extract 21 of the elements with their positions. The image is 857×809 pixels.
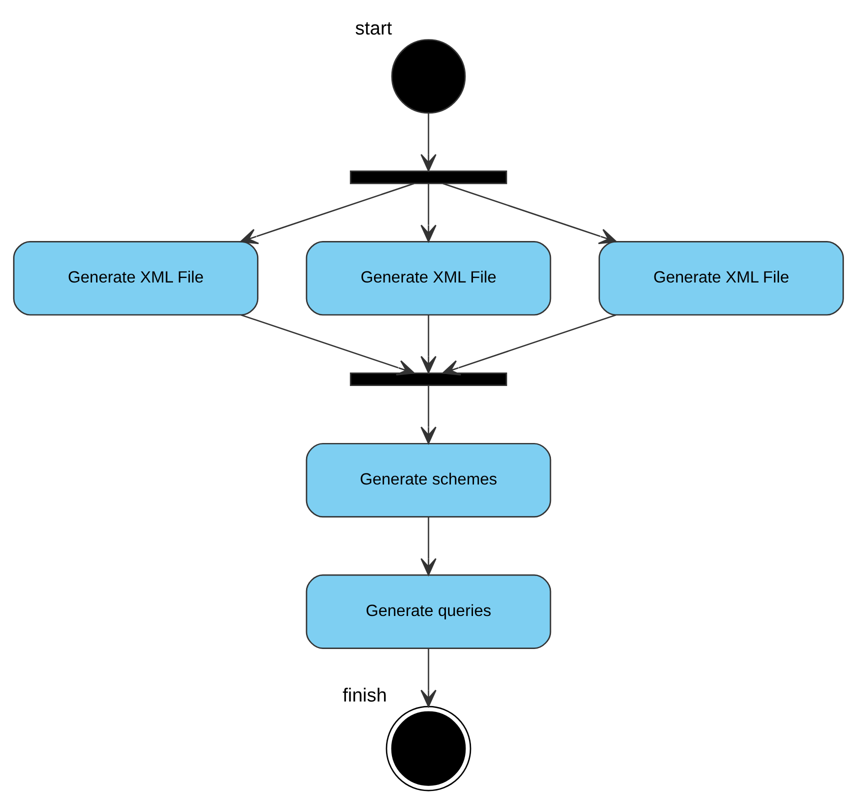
arrow [420,112,436,171]
node-box: Generate XML File [598,240,844,316]
node-box: Generate XML File [306,240,552,316]
node-label: finish [342,684,387,706]
arrow [420,314,436,373]
arrow [420,385,436,444]
arrow [442,314,616,375]
arrow [240,314,415,375]
arrow [420,516,436,576]
node-bar [350,372,508,386]
arrow [442,182,617,244]
arrow [240,182,414,244]
arrow [420,183,436,242]
node-box: Generate XML File [13,240,258,316]
node-bar [350,170,508,184]
node-label: start [355,18,392,40]
node-box: Generate schemes [306,442,552,517]
node-bullseye [386,705,472,791]
node-circle [391,38,466,114]
node-box: Generate queries [306,574,552,648]
arrow [420,648,436,707]
